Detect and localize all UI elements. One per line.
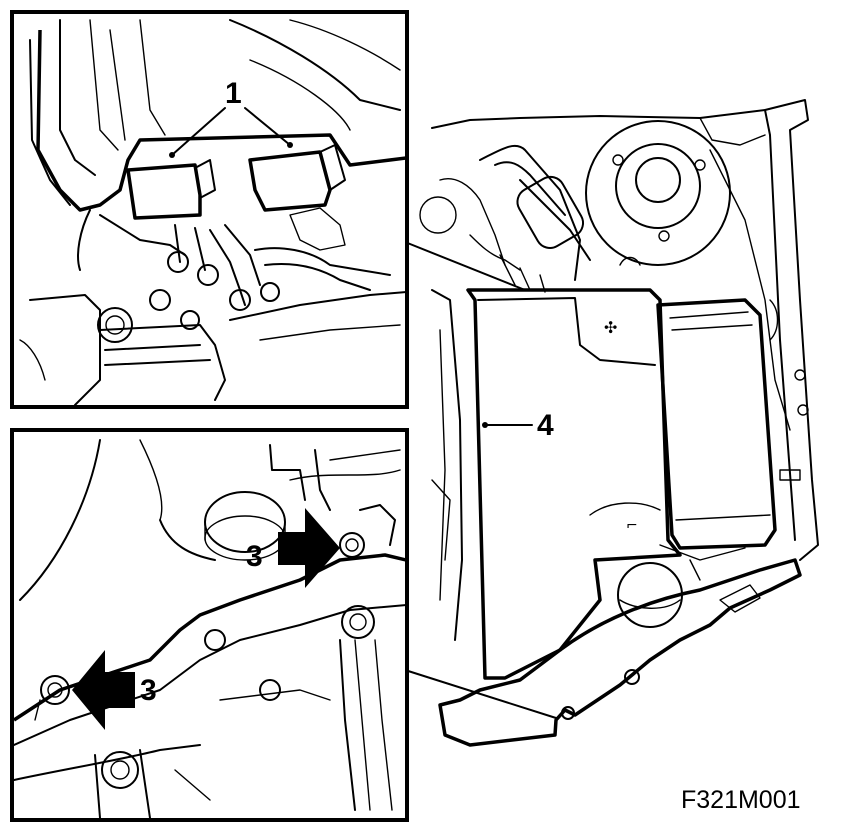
callout-3-label-right: 3 — [246, 540, 263, 573]
callout-1-label: 1 — [225, 77, 242, 110]
callout-1-leader-left — [171, 107, 226, 156]
svg-text:✣: ✣ — [604, 318, 617, 337]
figure-id: F321M001 — [681, 786, 801, 814]
callout-4-label: 4 — [537, 409, 554, 442]
callout-1-leader-right — [244, 107, 291, 146]
bottom-inset: 3 3 — [10, 428, 409, 822]
arrow-left-icon — [72, 650, 135, 730]
arrow-right-icon — [278, 508, 340, 588]
callout-4-dot — [482, 422, 488, 428]
fuse-box — [656, 298, 777, 561]
mounting-bracket — [438, 558, 802, 747]
connector-left — [126, 159, 216, 220]
top-inset: 1 — [10, 10, 409, 409]
bottom-inset-connector — [404, 669, 557, 719]
top-inset-connector — [399, 239, 526, 291]
callout-3-label-left: 3 — [140, 674, 157, 707]
main-engine-bay-view: ✣ ⌐ 4 — [419, 99, 819, 747]
battery-cover: ✣ ⌐ — [466, 288, 682, 680]
svg-text:⌐: ⌐ — [626, 518, 638, 534]
connector-right — [248, 144, 346, 212]
strut-tower — [585, 120, 731, 266]
